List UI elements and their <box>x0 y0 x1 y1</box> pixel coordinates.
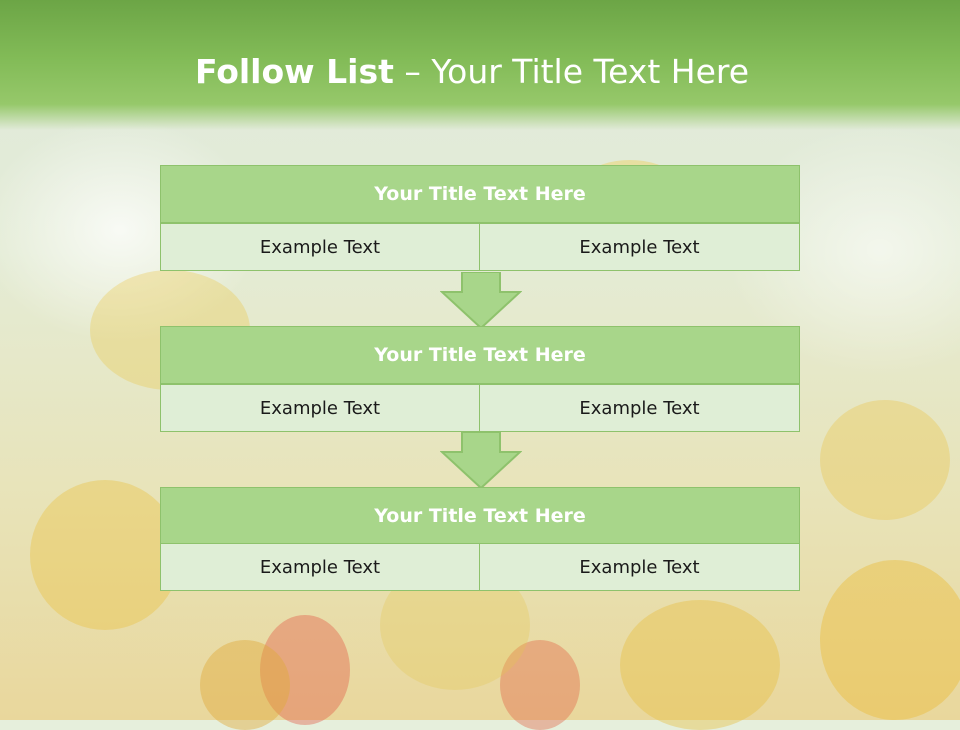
tulip-shape <box>200 640 290 730</box>
daffodil-shape <box>820 560 960 720</box>
step-title: Your Title Text Here <box>160 326 800 384</box>
title-rest: – Your Title Text Here <box>393 52 750 91</box>
tulip-shape <box>260 615 350 725</box>
step-cells: Example Text Example Text <box>160 384 800 432</box>
step-cell-left: Example Text <box>160 223 480 271</box>
step-cell-right: Example Text <box>480 384 800 432</box>
daffodil-shape <box>620 600 780 730</box>
step-title: Your Title Text Here <box>160 487 800 545</box>
slide-header: Follow List – Your Title Text Here <box>0 0 960 130</box>
step-box-3: Your Title Text Here Example Text Exampl… <box>160 487 800 593</box>
step-cells: Example Text Example Text <box>160 543 800 591</box>
slide-title: Follow List – Your Title Text Here <box>0 52 944 91</box>
step-cells: Example Text Example Text <box>160 223 800 271</box>
step-cell-left: Example Text <box>160 384 480 432</box>
down-arrow-icon <box>440 272 522 330</box>
step-cell-left: Example Text <box>160 543 480 591</box>
tulip-shape <box>500 640 580 730</box>
title-bold: Follow List <box>194 52 394 91</box>
step-title: Your Title Text Here <box>160 165 800 223</box>
step-box-1: Your Title Text Here Example Text Exampl… <box>160 165 800 271</box>
step-box-2: Your Title Text Here Example Text Exampl… <box>160 326 800 432</box>
down-arrow-icon <box>440 432 522 490</box>
step-cell-right: Example Text <box>480 543 800 591</box>
daffodil-shape <box>30 480 180 630</box>
step-cell-right: Example Text <box>480 223 800 271</box>
daffodil-shape <box>820 400 950 520</box>
